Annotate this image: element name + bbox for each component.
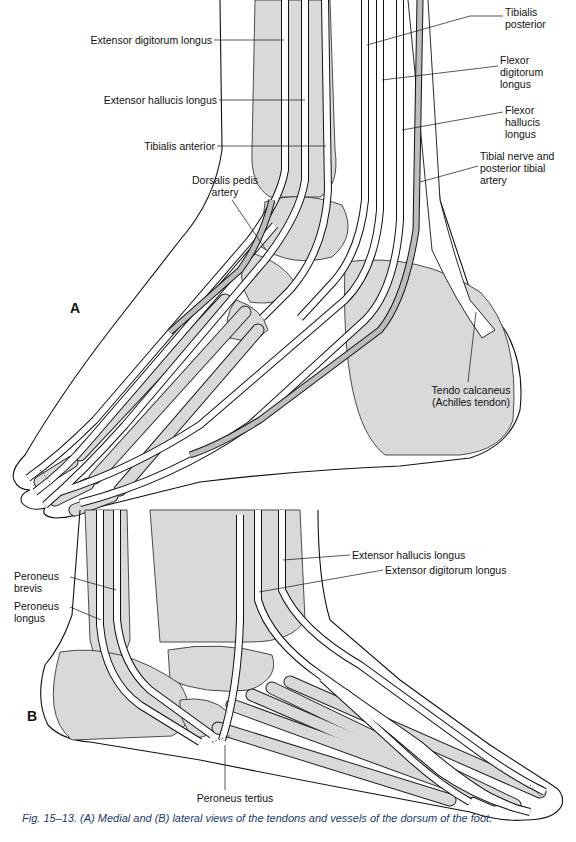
muscle-label: Peroneus tertius bbox=[180, 792, 290, 804]
tendon-label: Tendo calcaneus (Achilles tendon) bbox=[412, 384, 530, 408]
panel-letter: A bbox=[70, 300, 90, 316]
muscle-label: Tibialis posterior bbox=[505, 6, 567, 30]
muscle-label: Peroneus longus bbox=[14, 600, 72, 624]
muscle-label: Extensor digitorum longus bbox=[385, 564, 545, 576]
muscle-label: Extensor digitorum longus bbox=[50, 34, 212, 46]
muscle-label: Flexor digitorum longus bbox=[500, 54, 558, 90]
panel-letter: B bbox=[27, 708, 47, 724]
muscle-label: Peroneus brevis bbox=[14, 570, 72, 594]
muscle-label: Tibialis anterior bbox=[50, 140, 215, 152]
vessel-label: Dorsalis pedis artery bbox=[185, 174, 265, 198]
muscle-label: Flexor hallucis longus bbox=[505, 104, 563, 140]
muscle-label: Extensor hallucis longus bbox=[352, 549, 512, 561]
figure-caption: Fig. 15–13. (A) Medial and (B) lateral v… bbox=[22, 812, 562, 825]
muscle-label: Extensor hallucis longus bbox=[50, 94, 217, 106]
vessel-label: Tibial nerve and posterior tibial artery bbox=[480, 150, 572, 186]
